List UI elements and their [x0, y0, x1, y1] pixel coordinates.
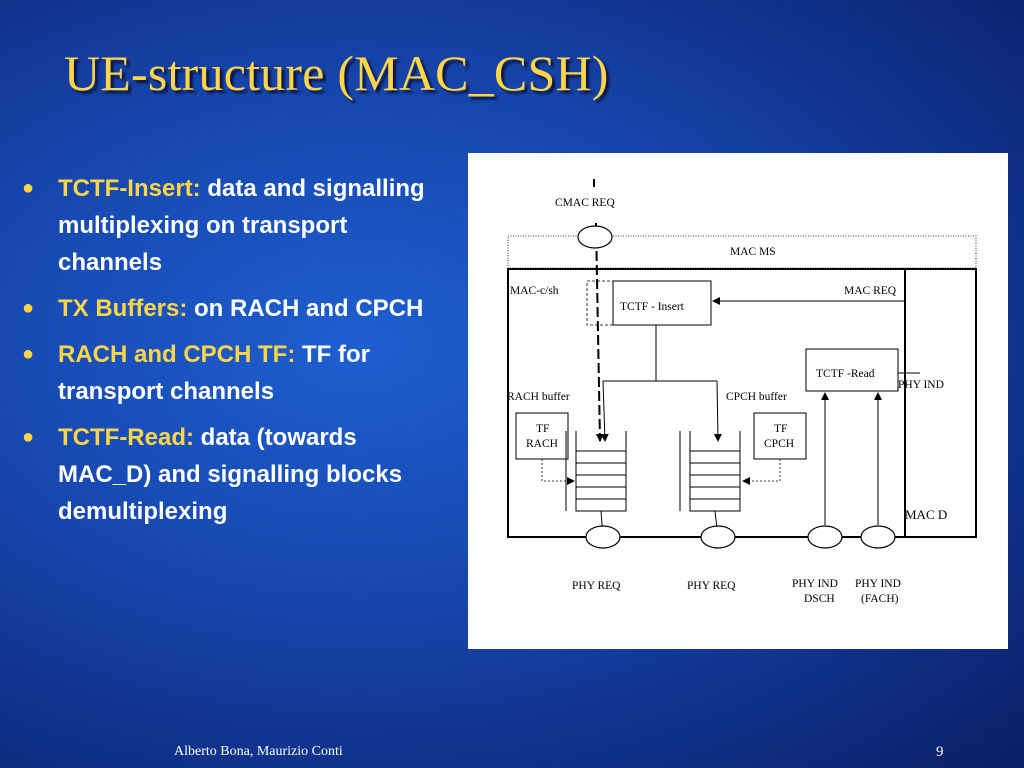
mac-d-region — [904, 268, 977, 538]
tctf-read-box — [805, 348, 899, 392]
bullet-text: on RACH and CPCH — [187, 295, 424, 322]
rach-feed-line — [600, 380, 609, 442]
cpch-feed-line — [713, 380, 722, 442]
insert-dashed-box — [586, 280, 614, 326]
phy-ind-dsch-label-2: DSCH — [804, 593, 835, 605]
phy-ind-fach-sap — [860, 525, 896, 549]
mac-d-label: MAC D — [905, 507, 947, 522]
slide-title: UE-structure (MAC_CSH) — [64, 45, 609, 101]
bullet-dot-icon: ● — [22, 177, 35, 199]
phy-ind-right-label: PHY IND — [898, 379, 944, 391]
tf-rach-label-1: TF — [536, 423, 549, 435]
tctf-read-label: TCTF -Read — [816, 368, 875, 380]
bullet-dot-icon: ● — [22, 297, 35, 319]
rach-buffer-stack — [565, 431, 627, 512]
phy-ind-fach-label-1: PHY IND — [855, 578, 901, 590]
bullet-item: ● RACH and CPCH TF: TF for transport chan… — [22, 336, 442, 410]
page-number: 9 — [936, 744, 944, 760]
tctf-insert-label: TCTF - Insert — [620, 301, 685, 313]
phy-ind-dsch-label-1: PHY IND — [792, 578, 838, 590]
tf-rach-box — [515, 412, 569, 460]
cmac-req-label: CMAC REQ — [555, 197, 615, 209]
cmac-sap — [577, 225, 613, 249]
phy-req-cpch-sap — [700, 525, 736, 549]
bullet-text: TF for transport channels — [58, 341, 370, 405]
bullet-list: ● TCTF-Insert: data and signalling multip… — [22, 170, 442, 539]
bullet-item: ● TX Buffers: on RACH and CPCH — [22, 290, 442, 327]
cpch-buffer-label: CPCH buffer — [726, 391, 787, 403]
mac-csh-diagram: MAC MS MAC-c/sh MAC D CMAC REQ TCTF - In… — [507, 179, 977, 605]
cpch-buffer-stack — [679, 431, 741, 512]
bullet-lead: TCTF-Read: — [58, 424, 194, 451]
tf-cpch-box — [753, 412, 807, 460]
bullet-item: ● TCTF-Read: data (towards MAC_D) and sig… — [22, 419, 442, 530]
footer-author: Alberto Bona, Maurizio Conti — [174, 744, 343, 759]
bullet-lead: RACH and CPCH TF: — [58, 341, 296, 368]
bullet-dot-icon: ● — [22, 426, 35, 448]
tf-rach-link — [541, 459, 575, 485]
bullet-item: ● TCTF-Insert: data and signalling multip… — [22, 170, 442, 281]
phy-req-label-2: PHY REQ — [687, 580, 736, 592]
mac-ms-label: MAC MS — [730, 246, 776, 258]
mac-c-sh-label: MAC-c/sh — [510, 285, 559, 297]
tf-cpch-label-1: TF — [774, 423, 787, 435]
bullet-dot-icon: ● — [22, 343, 35, 365]
mac-req-label: MAC REQ — [844, 285, 897, 297]
tf-rach-label-2: RACH — [526, 438, 558, 450]
phy-ind-fach-label-2: (FACH) — [861, 593, 899, 605]
tctf-insert-box — [612, 280, 712, 326]
phy-req-rach-sap — [585, 525, 621, 549]
phy-ind-dsch-sap — [807, 525, 843, 549]
phy-req-label-1: PHY REQ — [572, 580, 621, 592]
control-dashed-line — [595, 222, 604, 442]
rach-buffer-label: RACH buffer — [507, 391, 570, 403]
bullet-text: data (towards MAC_D) and signalling bloc… — [58, 424, 403, 525]
bullet-lead: TX Buffers: — [58, 295, 188, 322]
diagram-panel: MAC MS MAC-c/sh MAC D CMAC REQ TCTF - In… — [468, 153, 1008, 649]
tf-cpch-label-2: CPCH — [764, 438, 794, 450]
bullet-lead: TCTF-Insert: — [58, 175, 201, 202]
bullet-text: data and signalling multiplexing on tran… — [58, 175, 425, 276]
tf-cpch-link — [742, 459, 781, 485]
